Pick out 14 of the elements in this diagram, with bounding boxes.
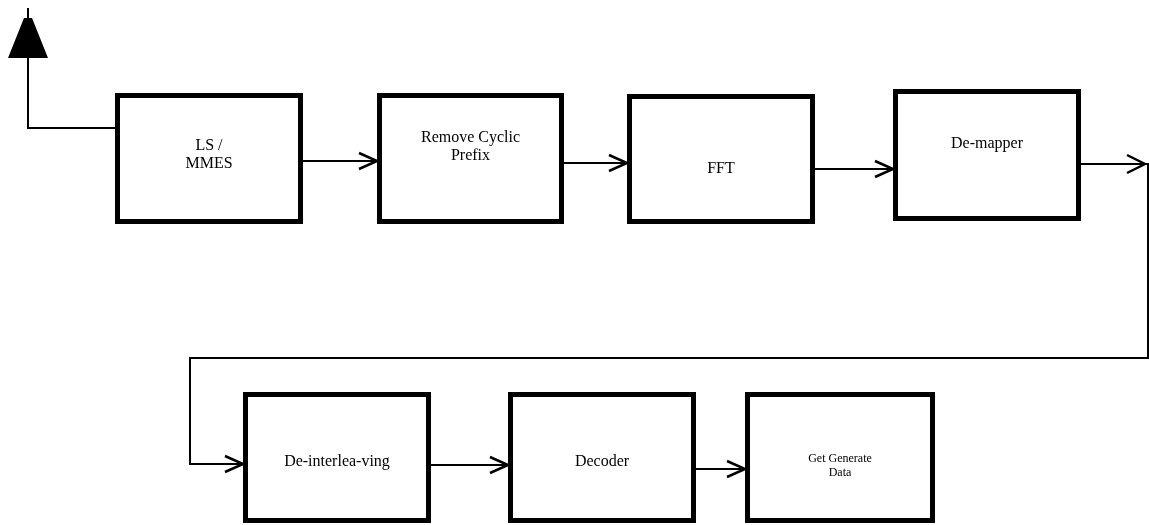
process-box bbox=[893, 89, 1081, 221]
process-box bbox=[243, 392, 431, 523]
box-label: LS / MMES bbox=[184, 136, 234, 173]
process-box bbox=[627, 94, 815, 224]
process-box bbox=[115, 93, 303, 224]
box-label: De-mapper bbox=[951, 134, 1023, 153]
process-box bbox=[377, 93, 564, 224]
box-label: FFT bbox=[707, 159, 735, 178]
process-box bbox=[745, 392, 935, 523]
box-label: Get Generate Data bbox=[807, 452, 873, 480]
process-box bbox=[508, 392, 696, 523]
box-label: De-interlea-ving bbox=[284, 452, 390, 471]
box-label: Decoder bbox=[574, 452, 630, 471]
box-label: Remove Cyclic Prefix bbox=[419, 128, 522, 165]
